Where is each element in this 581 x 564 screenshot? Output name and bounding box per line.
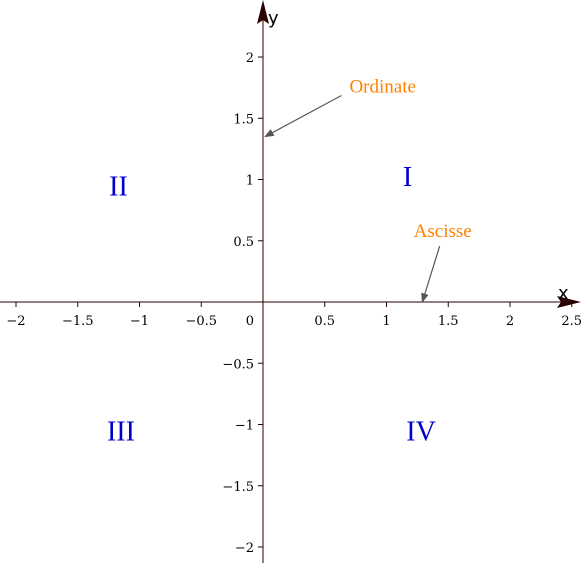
tick-marks <box>15 56 573 548</box>
y-tick-label: 1.5 <box>233 112 254 127</box>
y-tick-label: 1 <box>246 174 254 189</box>
x-tick-label: −0.5 <box>185 314 217 329</box>
ordinate-arrow <box>264 94 342 138</box>
tick-labels: x y −2 −1.5 −1 −0.5 0.5 1 1.5 2 2.5 2 1.5 1 0.5 −0.5 −1 −… <box>6 8 581 556</box>
origin-label: 0 <box>246 314 254 329</box>
quadrant-label-i: I <box>403 162 412 193</box>
x-tick-label: 1 <box>382 314 390 329</box>
x-tick-label: 2 <box>506 314 514 329</box>
y-axis-label: y <box>268 8 279 29</box>
x-tick-label: 1.5 <box>438 314 459 329</box>
quadrant-label-iv: IV <box>406 417 436 448</box>
x-tick-label: 0.5 <box>314 314 335 329</box>
y-tick-label: −1.5 <box>222 480 254 495</box>
abscisse-arrow <box>421 245 441 303</box>
quadrant-label-ii: II <box>109 172 128 203</box>
annotation-abscisse: Ascisse <box>414 221 472 242</box>
quadrant-label-iii: III <box>107 417 135 448</box>
y-tick-label: 2 <box>246 51 254 66</box>
y-tick-label: −0.5 <box>222 357 254 372</box>
y-axis-arrowhead <box>257 0 269 24</box>
x-tick-label: 2.5 <box>561 314 581 329</box>
x-axis-arrowhead <box>557 296 581 308</box>
y-tick-label: −1 <box>235 419 254 434</box>
y-tick-label: 0.5 <box>233 235 254 250</box>
x-axis-label: x <box>558 283 569 304</box>
x-tick-label: −1 <box>130 314 149 329</box>
x-tick-label: −2 <box>6 314 25 329</box>
y-tick-label: −2 <box>235 541 254 556</box>
annotation-ordinate: Ordinate <box>349 77 415 98</box>
x-tick-label: −1.5 <box>62 314 94 329</box>
